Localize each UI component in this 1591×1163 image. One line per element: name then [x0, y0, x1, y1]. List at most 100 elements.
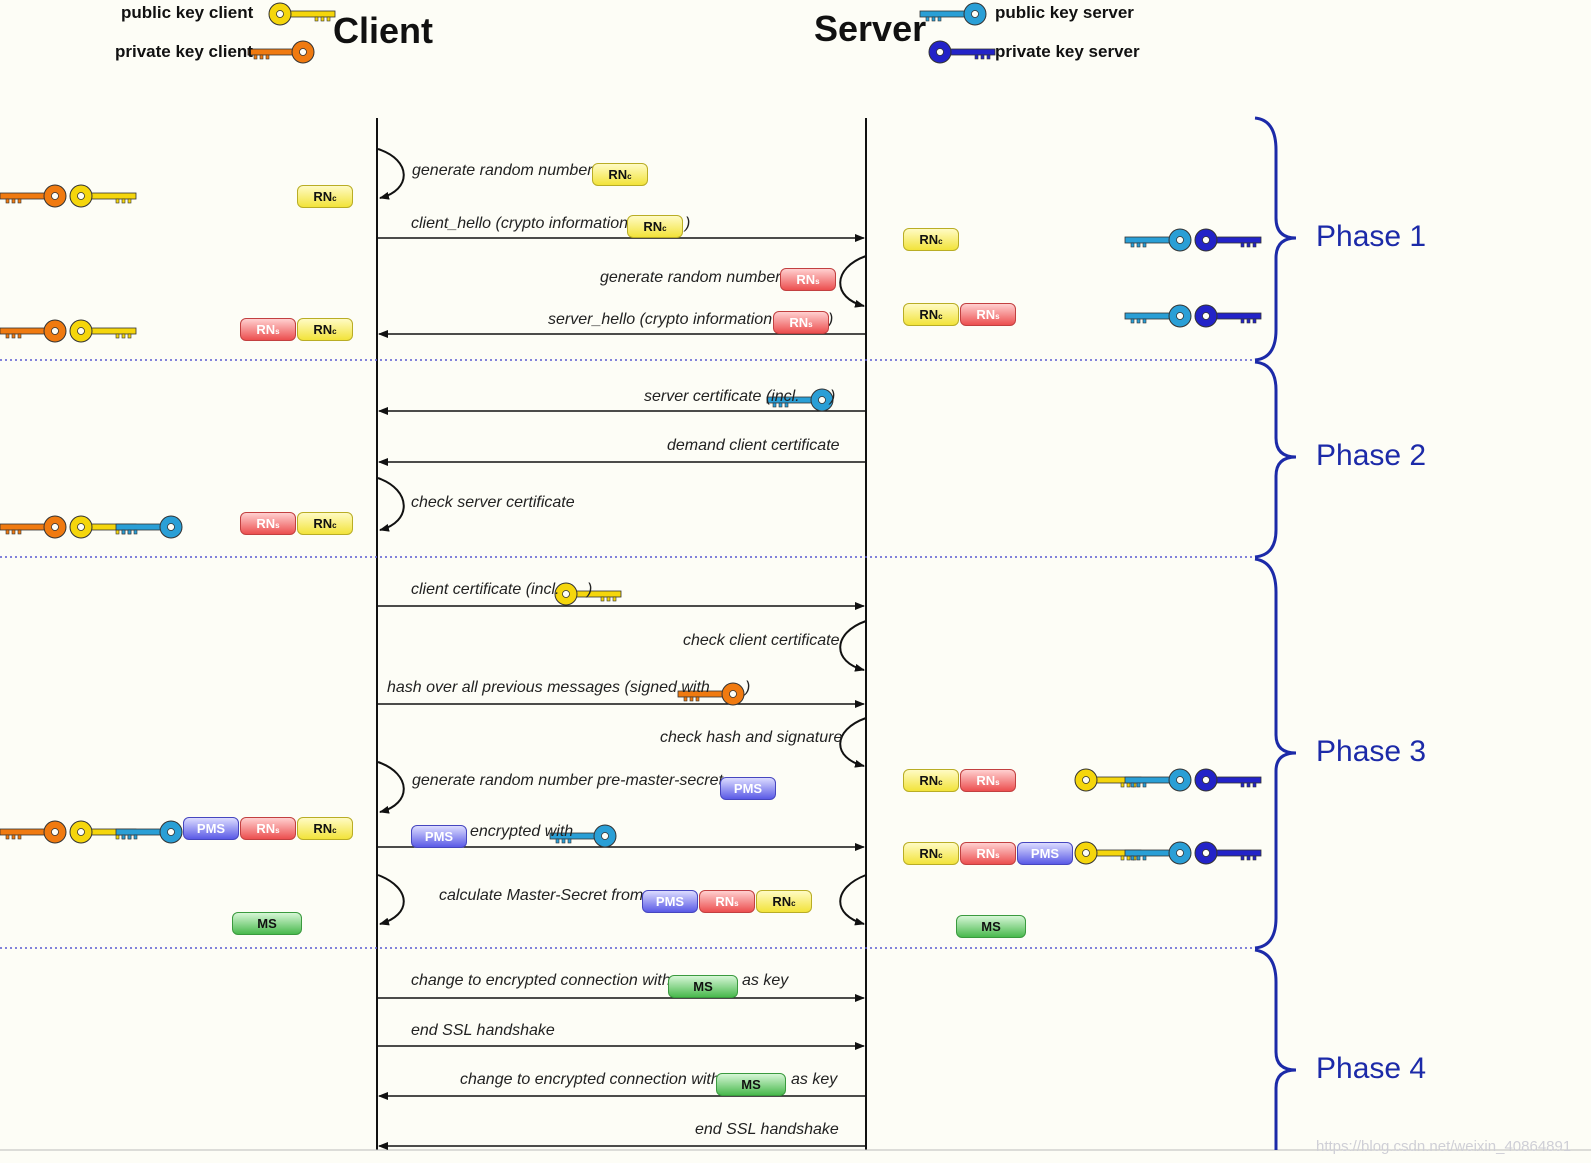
- pre-master-secret-token: PMS: [720, 777, 776, 800]
- message-label: check server certificate: [411, 494, 575, 511]
- self-loop-arrow: [377, 148, 405, 200]
- message-label: ): [828, 311, 834, 328]
- pre-master-secret-token: PMS: [183, 817, 239, 840]
- public-key-client-icon: [1074, 841, 1142, 865]
- message-label: ): [587, 581, 593, 598]
- public-key-client-icon: [69, 319, 137, 343]
- message-label: client_hello (crypto information: [411, 215, 628, 232]
- public-key-server-icon: [1124, 841, 1192, 865]
- message-label: check client certificate: [683, 632, 840, 649]
- message-label: calculate Master-Secret from: [439, 887, 644, 904]
- public-key-server-icon: [549, 824, 617, 848]
- private-key-server-icon: [1194, 228, 1262, 252]
- message-label: as key: [742, 972, 789, 989]
- public-key-server-icon: [115, 820, 183, 844]
- watermark: https://blog.csdn.net/weixin_40864891: [1316, 1138, 1572, 1155]
- private-key-client-icon: [247, 40, 315, 64]
- pre-master-secret-token: PMS: [642, 890, 698, 913]
- self-loop-arrow: [839, 620, 867, 672]
- master-secret-token: MS: [956, 915, 1026, 938]
- message-label: check hash and signature: [660, 729, 843, 746]
- message-label: generate random number pre-master-secret: [412, 772, 723, 789]
- message-label: encrypted with: [470, 823, 574, 840]
- public-key-server-icon: [1124, 228, 1192, 252]
- public-key-server-icon: [766, 388, 834, 412]
- message-label: generate random number: [412, 162, 593, 179]
- public-key-client-icon: [268, 2, 336, 26]
- public-key-server-icon: [1124, 304, 1192, 328]
- message-label: ): [685, 215, 691, 232]
- message-label: end SSL handshake: [411, 1022, 555, 1039]
- server-title: Server: [814, 8, 927, 49]
- message-label: change to encrypted connection with: [460, 1071, 720, 1088]
- legend-private-key-client-label: private key client: [115, 42, 253, 61]
- self-loop-arrow: [839, 874, 867, 926]
- phase-brace: [1254, 116, 1297, 362]
- self-loop-arrow: [839, 255, 867, 308]
- message-label: client certificate (incl.: [411, 581, 560, 598]
- phase-brace: [1254, 557, 1297, 950]
- message-label: ): [830, 388, 836, 405]
- phase-4-label: Phase 4: [1316, 1052, 1427, 1085]
- public-key-server-icon: [1124, 768, 1192, 792]
- message-label: demand client certificate: [667, 437, 840, 454]
- message-label: ): [745, 679, 751, 696]
- message-label: as key: [791, 1071, 838, 1088]
- legend-public-key-client-label: public key client: [121, 3, 254, 22]
- self-loop-arrow: [377, 874, 405, 926]
- self-loop-arrow: [377, 477, 405, 532]
- private-key-server-icon: [1194, 768, 1262, 792]
- phase-2-label: Phase 2: [1316, 439, 1427, 472]
- master-secret-token: MS: [716, 1073, 786, 1096]
- private-key-server-icon: [1194, 841, 1262, 865]
- legend-public-key-server-label: public key server: [995, 3, 1134, 22]
- message-label: end SSL handshake: [695, 1121, 839, 1138]
- private-key-client-icon: [0, 820, 67, 844]
- message-label: generate random number: [600, 269, 781, 286]
- message-label: change to encrypted connection with: [411, 972, 671, 989]
- public-key-server-icon: [115, 515, 183, 539]
- private-key-client-icon: [677, 682, 745, 706]
- private-key-server-icon: [928, 40, 996, 64]
- phase-1-label: Phase 1: [1316, 220, 1427, 253]
- public-key-client-icon: [1074, 768, 1142, 792]
- self-loop-arrow: [839, 717, 867, 768]
- private-key-server-icon: [1194, 304, 1262, 328]
- message-label: hash over all previous messages (signed …: [387, 679, 710, 696]
- master-secret-token: MS: [232, 912, 302, 935]
- message-label: server certificate (incl.: [644, 388, 800, 405]
- self-loop-arrow: [377, 761, 405, 814]
- pre-master-secret-token: PMS: [1017, 842, 1073, 865]
- master-secret-token: MS: [668, 975, 738, 998]
- public-key-client-icon: [69, 184, 137, 208]
- client-title: Client: [333, 10, 434, 51]
- private-key-client-icon: [0, 184, 67, 208]
- phase-brace: [1254, 360, 1297, 559]
- phase-3-label: Phase 3: [1316, 735, 1427, 768]
- message-label: server_hello (crypto information: [548, 311, 773, 328]
- private-key-client-icon: [0, 319, 67, 343]
- phase-brace: [1254, 948, 1297, 1150]
- private-key-client-icon: [0, 515, 67, 539]
- legend-private-key-server-label: private key server: [995, 42, 1140, 61]
- public-key-server-icon: [919, 2, 987, 26]
- public-key-client-icon: [554, 582, 622, 606]
